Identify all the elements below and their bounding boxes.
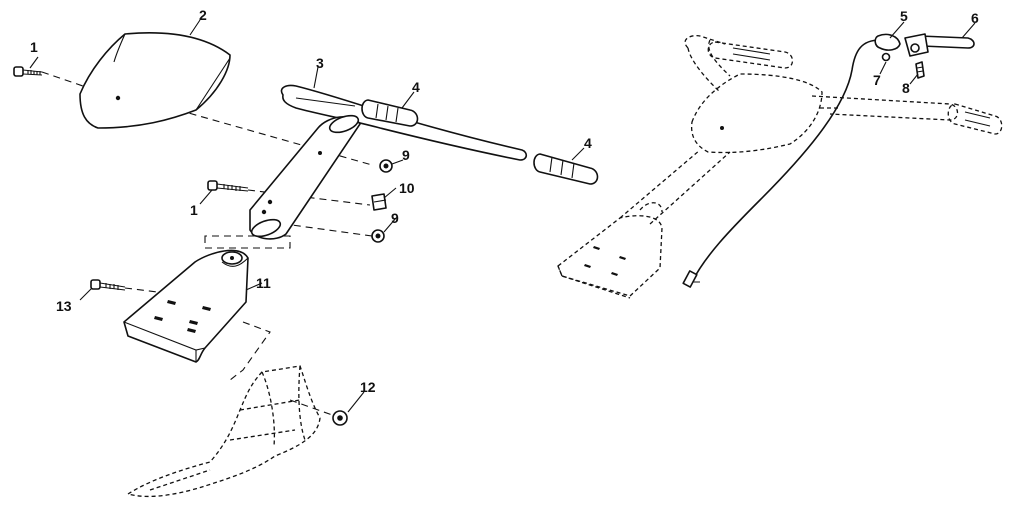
throttle-lever-part-6 [904, 33, 975, 57]
nut-part-9-upper [379, 159, 393, 173]
assembled-grip-left [707, 41, 794, 69]
nut-part-12 [332, 410, 348, 426]
screw-part-7 [881, 52, 891, 62]
frame-member-hidden [126, 365, 321, 498]
clip-part-10 [371, 193, 387, 211]
nut-part-9-lower [371, 229, 385, 243]
assembled-stem [619, 149, 731, 225]
callout-4-lower: 4 [584, 135, 592, 151]
callout-5: 5 [900, 8, 908, 24]
cowl-part-2 [79, 32, 231, 129]
callout-12: 12 [360, 379, 376, 395]
bracket-part-11 [123, 249, 249, 363]
callout-4-upper: 4 [412, 79, 420, 95]
grip-part-4-upper [361, 99, 419, 127]
bolt-part-1-upper [13, 66, 43, 77]
callout-2: 2 [199, 7, 207, 23]
callout-8: 8 [902, 80, 910, 96]
callout-3: 3 [316, 55, 324, 71]
callout-11: 11 [256, 275, 271, 291]
exploded-view [13, 32, 599, 498]
throttle-housing-part-5 [874, 33, 901, 51]
throttle-cable [682, 39, 881, 288]
assembled-bracket [557, 215, 663, 299]
callout-10: 10 [399, 180, 415, 196]
callout-7: 7 [873, 72, 881, 88]
assembled-view [557, 33, 1003, 299]
assembled-cowl [690, 73, 823, 154]
bolt-part-13 [90, 279, 126, 291]
callout-6: 6 [971, 10, 979, 26]
screw-part-8 [915, 61, 925, 79]
callout-9-upper: 9 [402, 147, 410, 163]
callout-9-lower: 9 [391, 210, 399, 226]
callout-1-upper: 1 [30, 39, 38, 55]
bolt-part-1-lower [207, 180, 249, 192]
leader-lines [29, 19, 976, 413]
assembled-grip-right [947, 103, 1003, 135]
callout-1-lower: 1 [190, 202, 198, 218]
callout-labels: 1 2 3 4 4 9 10 9 1 11 13 12 5 6 7 8 [30, 7, 979, 395]
callout-13: 13 [56, 298, 72, 314]
grip-part-4-lower [533, 153, 599, 185]
